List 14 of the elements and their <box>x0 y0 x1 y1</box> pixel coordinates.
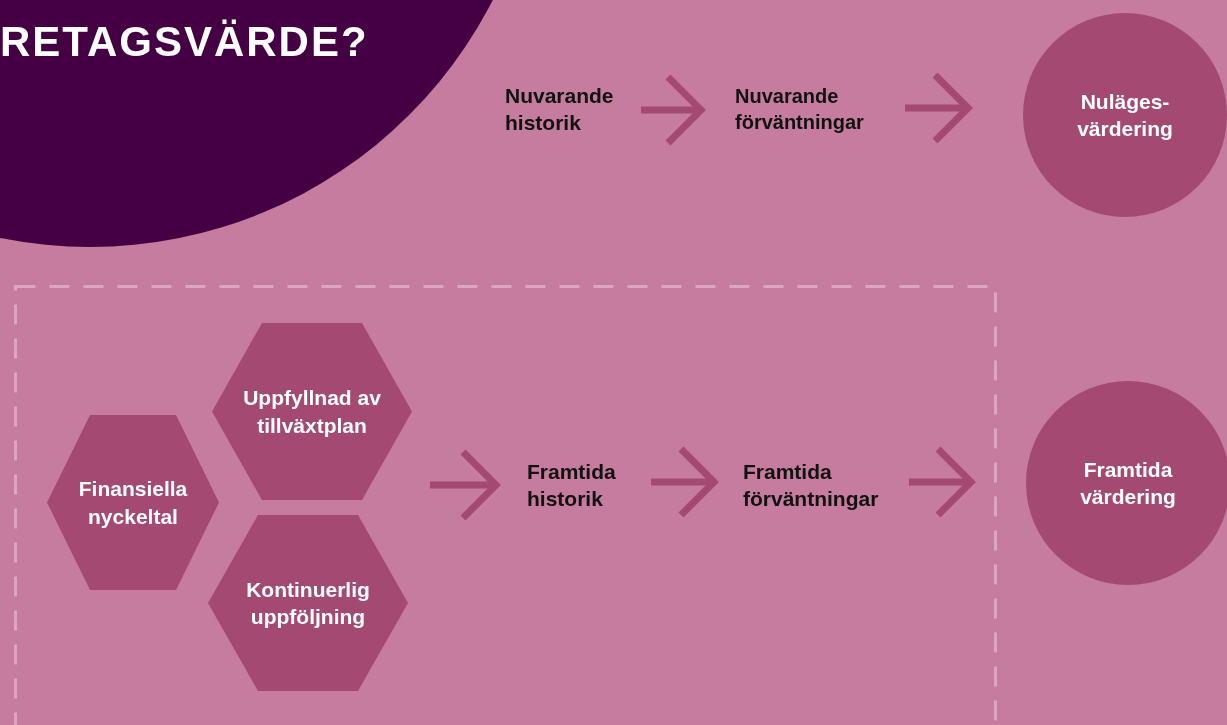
node-label: Framtida förväntningar <box>743 458 880 512</box>
dashed-frame <box>14 285 997 725</box>
hexagon-node <box>47 415 219 590</box>
node-label: Nuvarande historik <box>505 82 615 136</box>
node-label: Finansiella nyckeltal <box>77 476 189 530</box>
node-label: Uppfyllnad av tillväxtplan <box>242 385 382 439</box>
node-label: Nuvarande förväntningar <box>735 84 865 135</box>
hexagon-node <box>208 515 408 691</box>
heading: RETAGSVÄRDE? <box>0 18 369 66</box>
node-label: Framtida historik <box>527 458 617 512</box>
node-label: Nuläges- värdering <box>1076 88 1174 142</box>
node-label: Kontinuerlig uppföljning <box>245 576 371 630</box>
node-label: Framtida värdering <box>1079 456 1177 510</box>
hexagon-node <box>212 323 412 500</box>
